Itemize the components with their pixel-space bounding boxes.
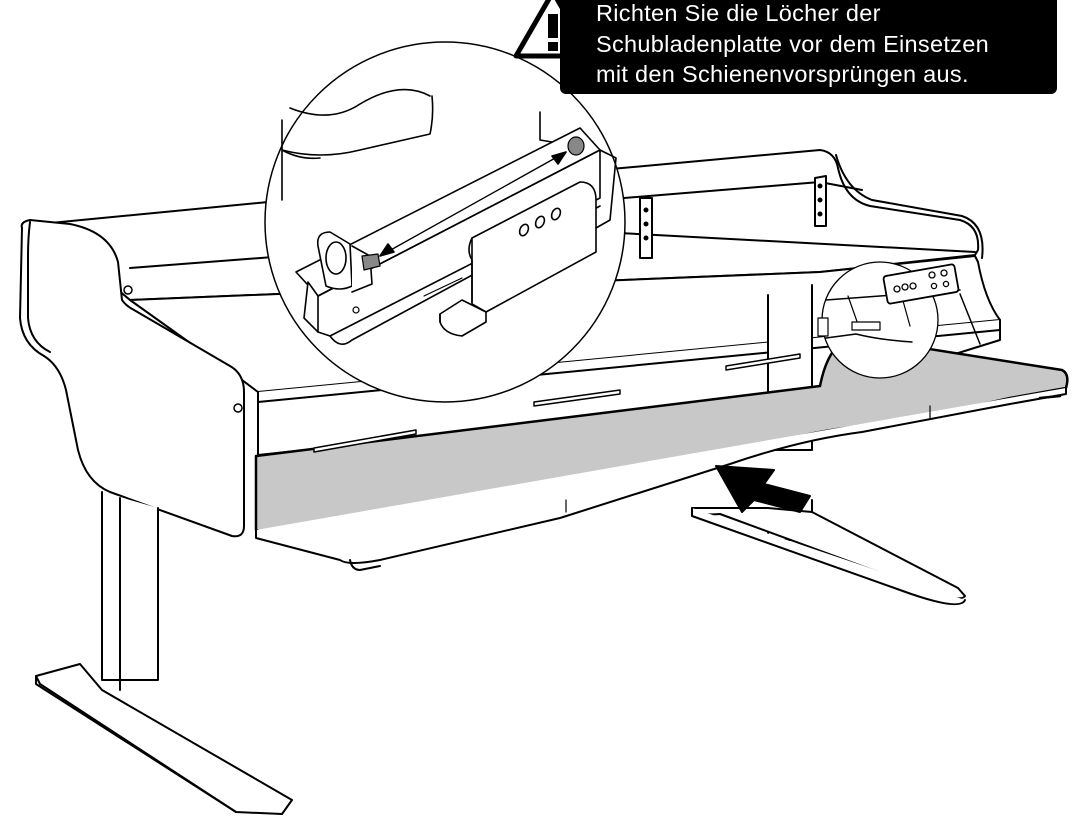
left-leg [35, 491, 293, 815]
push-arrow-icon [715, 465, 811, 513]
left-end-panel [19, 219, 245, 538]
magnified-detail-circle [264, 41, 626, 403]
drawer-panel [254, 336, 1069, 571]
control-panel [882, 263, 960, 305]
instruction-line: mit den Schienenvorsprüngen aus. [596, 61, 969, 87]
controller-detail-circle [817, 261, 981, 379]
instruction-line: Schubladenplatte vor dem Einsetzen [596, 30, 989, 57]
instruction-text: Richten Sie die Löcher der Schubladenpla… [596, 0, 1047, 90]
instruction-line: Richten Sie die Löcher der [596, 0, 881, 26]
instruction-callout: Richten Sie die Löcher der Schubladenpla… [560, 0, 1057, 94]
